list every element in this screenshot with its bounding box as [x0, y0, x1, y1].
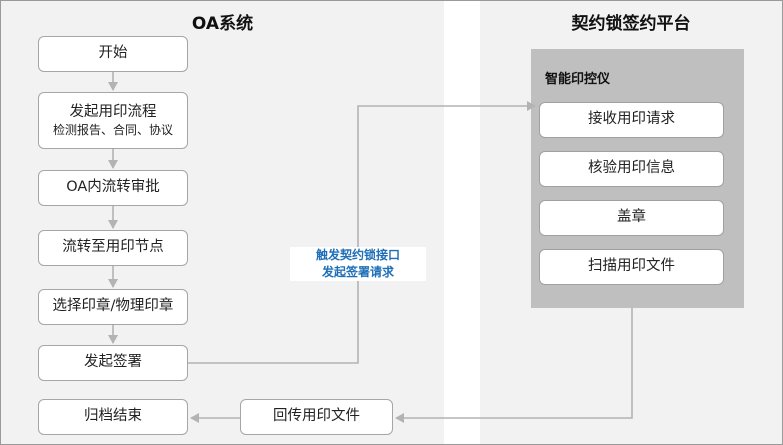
- trigger-api-label: 触发契约锁接口 发起签署请求: [290, 247, 426, 281]
- step-route-to-seal-node: 流转至用印节点: [38, 230, 188, 266]
- platform-panel-title: 契约锁签约平台: [571, 14, 691, 34]
- step-initiate-label: 发起用印流程: [69, 103, 157, 120]
- device-step-label: 接收用印请求: [588, 111, 675, 128]
- step-archive-end: 归档结束: [38, 399, 188, 435]
- device-step-receive-request: 接收用印请求: [539, 102, 724, 138]
- step-initiate-sub: 检测报告、合同、协议: [52, 123, 173, 137]
- device-step-label: 核验用印信息: [588, 160, 675, 177]
- step-select-seal: 选择印章/物理印章: [38, 289, 188, 325]
- device-title: 智能印控仪: [545, 72, 611, 87]
- oa-panel-title: OA系统: [191, 14, 254, 34]
- arrow-signing-to-device: [188, 101, 536, 364]
- step-start: 开始: [38, 36, 188, 72]
- trigger-line-2: 发起签署请求: [321, 265, 394, 279]
- arrow-device-to-return: [395, 308, 633, 423]
- step-initiate-signing-label: 发起签署: [84, 354, 142, 371]
- trigger-line-1: 触发契约锁接口: [315, 248, 400, 262]
- step-archive-label: 归档结束: [84, 408, 142, 425]
- device-step-label: 扫描用印文件: [588, 258, 675, 275]
- step-route-label: 流转至用印节点: [62, 239, 164, 256]
- step-initiate-signing: 发起签署: [38, 345, 188, 381]
- device-step-label: 盖章: [617, 209, 646, 226]
- step-initiate-seal-process: 发起用印流程 检测报告、合同、协议: [38, 92, 188, 149]
- step-oa-approval-label: OA内流转审批: [66, 179, 160, 196]
- step-return-sealed-file: 回传用印文件: [240, 399, 393, 435]
- step-start-label: 开始: [98, 45, 128, 62]
- device-step-stamp: 盖章: [539, 200, 724, 236]
- device-step-verify-info: 核验用印信息: [539, 151, 724, 187]
- step-select-seal-label: 选择印章/物理印章: [52, 298, 174, 315]
- device-step-scan-file: 扫描用印文件: [539, 249, 724, 285]
- step-oa-approval: OA内流转审批: [38, 170, 188, 206]
- step-return-label: 回传用印文件: [273, 408, 360, 425]
